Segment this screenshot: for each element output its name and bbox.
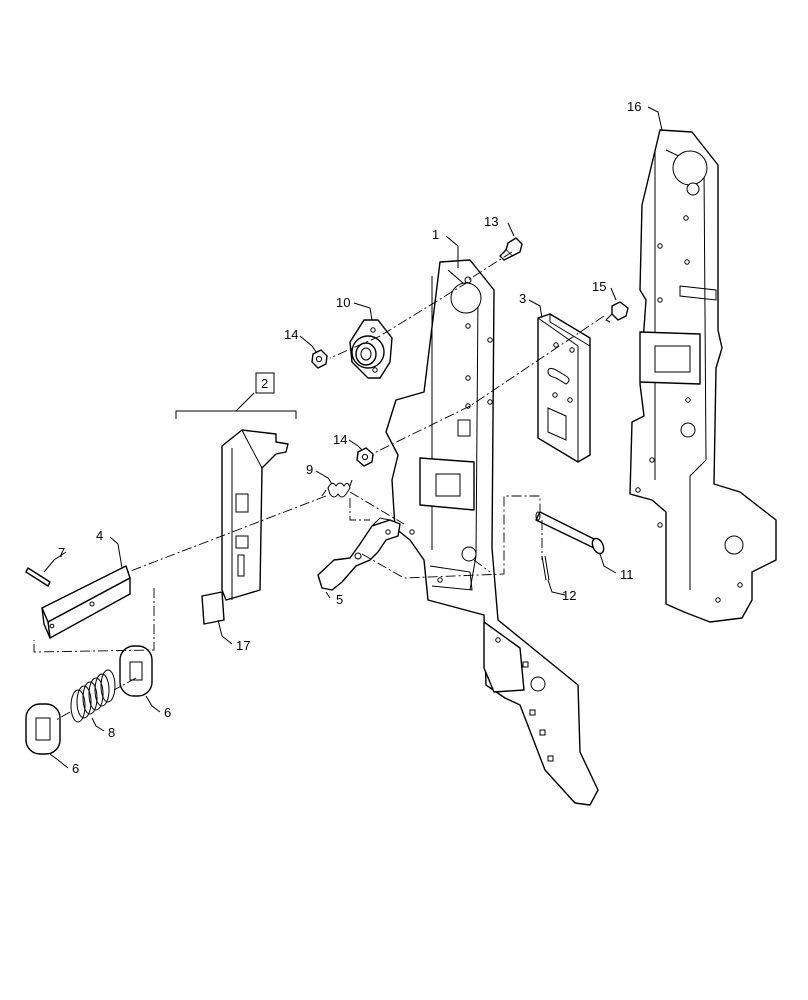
part-9-spring xyxy=(321,479,353,498)
part-14-nut-lower xyxy=(356,447,374,467)
group-bracket-2 xyxy=(175,372,297,419)
centre-lines xyxy=(33,251,605,721)
part-5-latch-lever xyxy=(317,517,401,591)
callout-10: 10 xyxy=(336,295,350,310)
part-11-pin xyxy=(535,511,605,555)
part-3-plate xyxy=(537,313,591,463)
callout-14-upper: 14 xyxy=(284,327,298,342)
callout-labels: 1 2 3 4 5 6 6 7 8 9 10 11 12 13 14 14 15… xyxy=(58,99,641,776)
callout-6-left: 6 xyxy=(72,761,79,776)
part-4-latch-block xyxy=(41,565,131,639)
callout-8: 8 xyxy=(108,725,115,740)
callout-13: 13 xyxy=(484,214,498,229)
part-15-bolt xyxy=(605,301,629,323)
part-10-flange-bearing xyxy=(349,319,393,379)
leader-lines xyxy=(43,106,663,769)
part-6-washer-right xyxy=(119,645,153,697)
part-12-cotter-pin xyxy=(541,555,550,581)
callout-17: 17 xyxy=(236,638,250,653)
part-14-nut-upper xyxy=(311,349,328,369)
callout-4: 4 xyxy=(96,528,103,543)
callout-3: 3 xyxy=(519,291,526,306)
callout-14-lower: 14 xyxy=(333,432,347,447)
callout-16: 16 xyxy=(627,99,641,114)
part-1-main-bracket xyxy=(385,259,599,806)
part-7-roll-pin xyxy=(25,567,51,587)
part-13-bolt xyxy=(499,237,523,261)
callout-2: 2 xyxy=(261,376,268,391)
callout-12: 12 xyxy=(562,588,576,603)
callout-5: 5 xyxy=(336,592,343,607)
callout-1: 1 xyxy=(432,227,439,242)
part-6-washer-left xyxy=(25,703,61,755)
callout-6-right: 6 xyxy=(164,705,171,720)
part-16-side-plate xyxy=(629,129,777,623)
callout-9: 9 xyxy=(306,462,313,477)
part-8-compression-spring xyxy=(70,669,116,723)
part-17-handle-bracket xyxy=(201,429,289,625)
callout-11: 11 xyxy=(620,567,634,582)
callout-15: 15 xyxy=(592,279,606,294)
callout-7: 7 xyxy=(58,545,65,560)
